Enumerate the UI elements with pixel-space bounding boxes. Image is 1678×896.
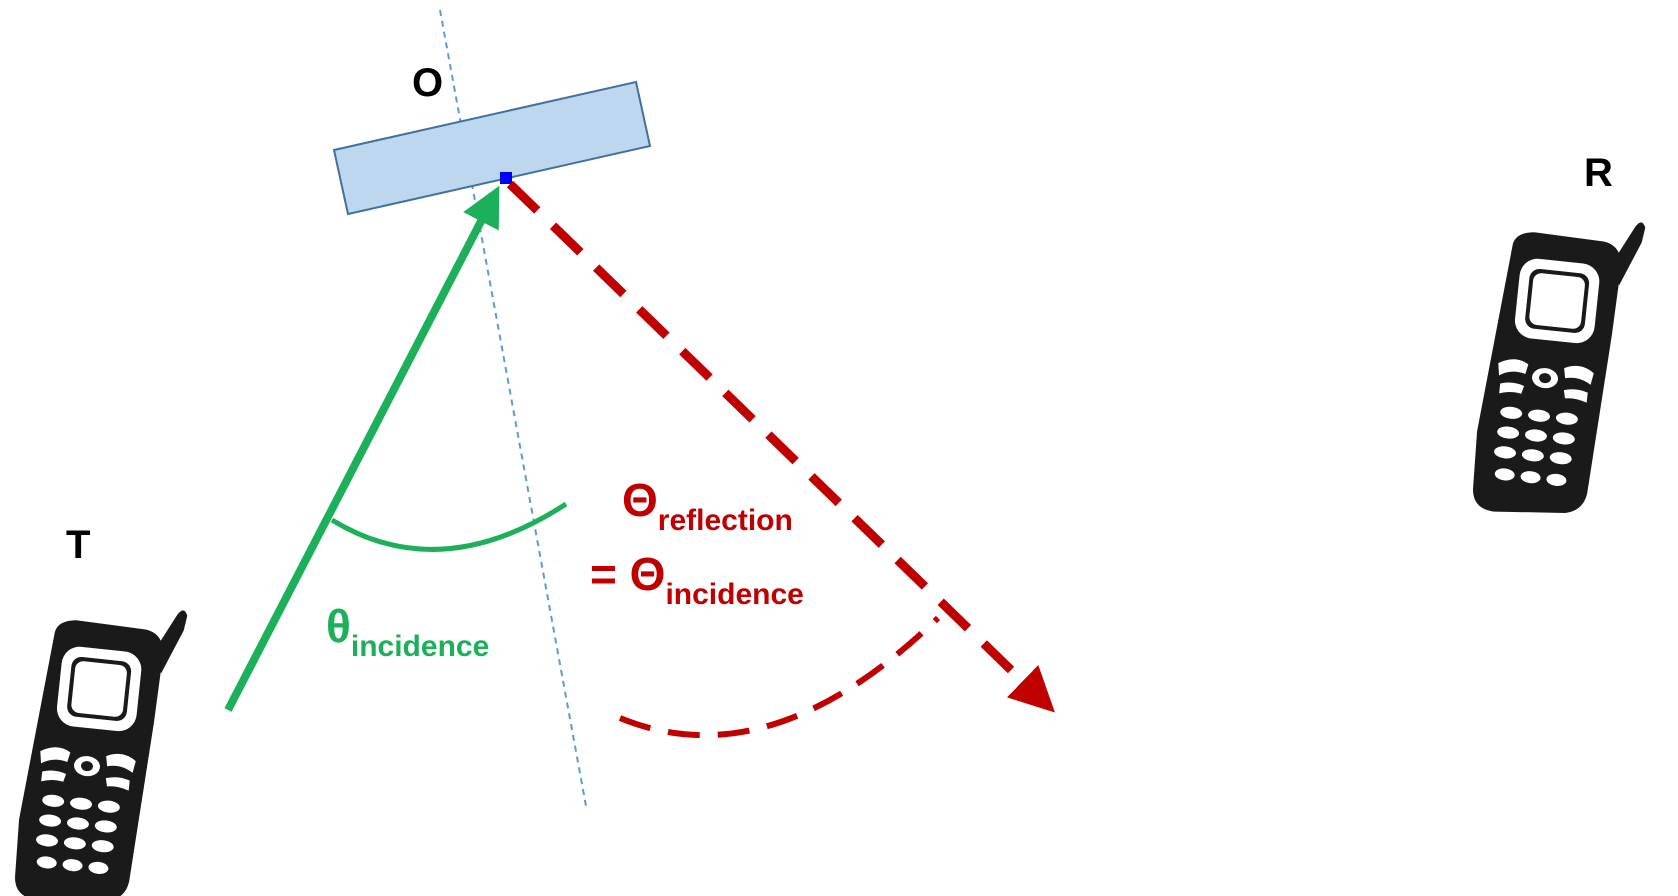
incidence-angle-arc xyxy=(330,501,568,552)
receiver-phone-icon xyxy=(1468,207,1646,525)
incidence-subscript: incidence xyxy=(351,630,489,663)
incidence-angle-label: θincidence xyxy=(326,600,489,663)
reflector-label: O xyxy=(412,61,443,105)
equals-prefix: = xyxy=(590,548,630,600)
incident-ray xyxy=(224,185,500,712)
transmitter-label: T xyxy=(66,523,90,567)
transmitter-phone-icon xyxy=(10,595,188,896)
right-angle-marker xyxy=(500,172,512,184)
reflecting-surface xyxy=(332,80,652,216)
equals-subscript: incidence xyxy=(665,578,803,611)
incidence-symbol: θ xyxy=(326,600,351,652)
reflection-subscript: reflection xyxy=(658,504,793,537)
reflection-angle-arc xyxy=(618,615,941,739)
reflection-symbol: Θ xyxy=(622,474,658,526)
reflected-ray xyxy=(506,180,1055,713)
equals-symbol: Θ xyxy=(630,548,666,600)
reflection-angle-label: Θreflection xyxy=(622,474,793,537)
reflection-equals-label: = Θincidence xyxy=(590,548,804,611)
receiver-label: R xyxy=(1584,151,1613,195)
